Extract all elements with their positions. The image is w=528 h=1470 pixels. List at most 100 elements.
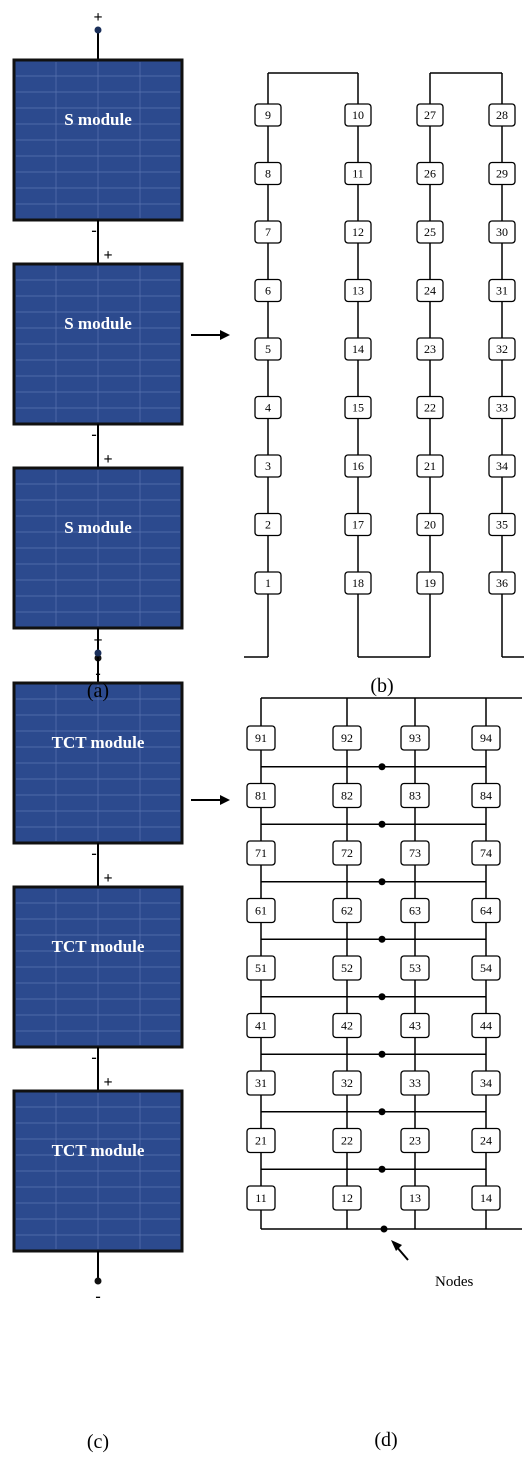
tct-cell: 44	[471, 1012, 501, 1039]
series-cell: 33	[488, 395, 516, 420]
cell-label: 13	[352, 284, 364, 298]
series-cell: 15	[344, 395, 372, 420]
cell-box	[400, 725, 430, 751]
cell-label: 13	[409, 1191, 421, 1205]
cell-label: 30	[496, 225, 508, 239]
cell-label: 6	[265, 284, 271, 298]
series-cell: 5	[254, 337, 282, 361]
cell-box	[488, 571, 516, 595]
cell-label: 12	[352, 225, 364, 239]
panel-a-module-1: S module	[12, 58, 184, 222]
tct-cell: 14	[471, 1185, 501, 1211]
cell-box	[254, 395, 282, 420]
cell-box	[416, 161, 444, 186]
panel-c-terminal-minus: -	[91, 1049, 96, 1066]
panel-a-terminal-plus: +	[103, 451, 112, 468]
series-cell: 20	[416, 512, 444, 537]
tct-cell: 91	[246, 725, 276, 751]
cell-box	[400, 897, 430, 924]
cell-label: 32	[496, 342, 508, 356]
cell-box	[488, 454, 516, 478]
cell-label: 16	[352, 459, 364, 473]
cell-label: 24	[480, 1134, 492, 1148]
cell-box	[416, 454, 444, 478]
cell-label: 4	[265, 401, 271, 415]
panel-a-module-3: S module	[12, 466, 184, 630]
cell-box	[246, 955, 276, 981]
cell-box	[400, 1185, 430, 1211]
cell-label: 74	[480, 846, 492, 860]
cell-label: 81	[255, 789, 267, 803]
cell-label: 19	[424, 576, 436, 590]
cell-label: 31	[496, 284, 508, 298]
tct-node	[378, 935, 386, 943]
series-cell: 22	[416, 395, 444, 420]
cell-label: 23	[424, 342, 436, 356]
series-cell: 19	[416, 571, 444, 595]
series-cell: 26	[416, 161, 444, 186]
module-label: TCT module	[52, 733, 145, 752]
cell-box	[400, 1012, 430, 1039]
series-cell: 24	[416, 278, 444, 303]
cell-box	[400, 955, 430, 981]
series-cell: 32	[488, 337, 516, 361]
cell-label: 20	[424, 518, 436, 532]
cell-label: 84	[480, 789, 492, 803]
cell-box	[488, 220, 516, 244]
cell-label: 33	[496, 401, 508, 415]
cell-label: 1	[265, 576, 271, 590]
cell-box	[488, 337, 516, 361]
cell-label: 64	[480, 904, 492, 918]
panel-a-terminal-top-plus: +	[93, 9, 102, 26]
cell-box	[254, 103, 282, 127]
cell-box	[488, 512, 516, 537]
cell-box	[246, 1185, 276, 1211]
cell-label: 42	[341, 1019, 353, 1033]
tct-cell: 72	[332, 840, 362, 866]
tct-cell: 43	[400, 1012, 430, 1039]
series-cell: 34	[488, 454, 516, 478]
cell-label: 36	[496, 576, 508, 590]
caption-a: (a)	[87, 680, 109, 702]
tct-cell: 13	[400, 1185, 430, 1211]
panel-c-terminal-minus: -	[91, 845, 96, 862]
module-label: S module	[64, 110, 132, 129]
panel-captions: (a)(b)(c)(d)	[87, 675, 398, 1453]
cell-box	[344, 103, 372, 127]
cell-box	[332, 725, 362, 751]
series-cell: 8	[254, 161, 282, 186]
cell-label: 71	[255, 846, 267, 860]
tct-cell: 21	[246, 1127, 276, 1154]
cell-box	[246, 725, 276, 751]
tct-cell: 42	[332, 1012, 362, 1039]
cell-box	[246, 1070, 276, 1096]
cell-box	[471, 897, 501, 924]
cell-label: 43	[409, 1019, 421, 1033]
module-label: S module	[64, 314, 132, 333]
series-cell: 18	[344, 571, 372, 595]
cell-label: 41	[255, 1019, 267, 1033]
arrow-head	[220, 330, 230, 340]
cell-label: 12	[341, 1191, 353, 1205]
cell-label: 31	[255, 1076, 267, 1090]
panel-a-terminal-plus: +	[103, 247, 112, 264]
cell-box	[416, 103, 444, 127]
series-cell: 4	[254, 395, 282, 420]
tct-cell: 23	[400, 1127, 430, 1154]
tct-cell: 83	[400, 782, 430, 809]
module-label: TCT module	[52, 1141, 145, 1160]
cell-label: 61	[255, 904, 267, 918]
series-cell: 23	[416, 337, 444, 361]
cell-box	[254, 337, 282, 361]
cell-box	[471, 1070, 501, 1096]
series-cell: 2	[254, 512, 282, 537]
tct-node	[378, 993, 386, 1001]
series-cell: 17	[344, 512, 372, 537]
cell-box	[416, 337, 444, 361]
panel-c-terminal-dot-top	[94, 649, 102, 657]
panel-c-terminal-plus: +	[103, 870, 112, 887]
cell-label: 5	[265, 342, 271, 356]
tct-cell: 54	[471, 955, 501, 981]
series-cell: 3	[254, 454, 282, 478]
cell-box	[254, 278, 282, 303]
